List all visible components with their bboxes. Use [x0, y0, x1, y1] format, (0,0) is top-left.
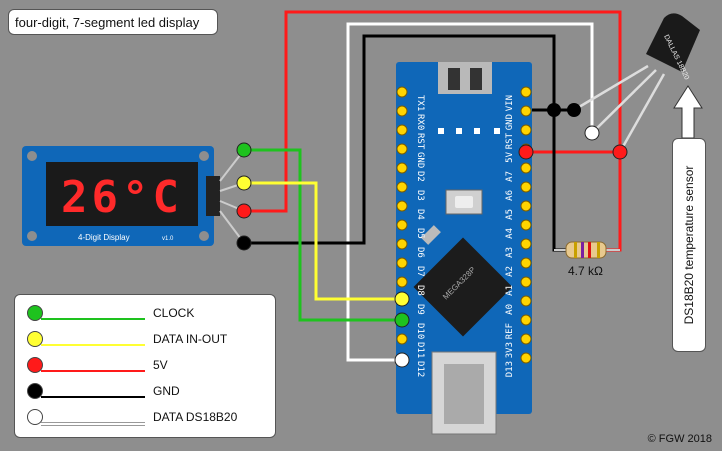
pin-label-left: D9 [415, 304, 425, 315]
legend-dot-black [27, 383, 43, 399]
pin-label-left: TX1 [415, 95, 425, 111]
pin-label-left: D2 [415, 171, 425, 182]
pin-label-left: D6 [415, 247, 425, 258]
pin-label-left: RX0 [415, 114, 425, 130]
display-module-label: 4-Digit Display [78, 233, 130, 242]
dot-gnd [236, 235, 252, 251]
pin-label-left: RST [415, 133, 425, 150]
legend-item-ds-data: DATA DS18B20 [27, 407, 267, 427]
diagram-title: four-digit, 7-segment led display [8, 9, 218, 35]
legend-line-yellow [41, 344, 145, 346]
legend-item-data: DATA IN-OUT [27, 329, 267, 349]
legend-label: GND [153, 384, 180, 398]
arduino-left-pin-labels: TX1 RX0 RST GND D2 D3 D4 D5 D6 D7 D8 D9 … [415, 95, 425, 377]
legend-line-black [41, 396, 145, 398]
legend-label: DATA IN-OUT [153, 332, 228, 346]
pin-label-left: GND [415, 152, 425, 168]
pin-label-left: D4 [415, 209, 425, 220]
sensor-leg-2 [591, 69, 657, 134]
legend-item-gnd: GND [27, 381, 267, 401]
wire-gnd [244, 34, 556, 245]
pin-label-left: D5 [415, 228, 425, 239]
legend-dot-red [27, 357, 43, 373]
dot-5v [236, 203, 252, 219]
wire-clock [244, 148, 402, 322]
pin-label-right: GND [505, 114, 515, 130]
legend-dot-yellow [27, 331, 43, 347]
dot-d9 [394, 312, 410, 328]
legend-label: CLOCK [153, 306, 195, 320]
pin-label-right: A4 [505, 228, 515, 239]
sensor-leg-3 [618, 73, 666, 153]
sensor-label-box: DS18B20 temperature sensor [672, 138, 706, 352]
pin-label-right: A1 [505, 285, 515, 296]
dot-d10 [394, 352, 410, 368]
wire-ds-data [346, 22, 594, 362]
legend-label: DATA DS18B20 [153, 410, 238, 424]
wire-legend: CLOCK DATA IN-OUT 5V GND DATA DS18B20 [14, 294, 276, 438]
pin-label-right: D13 [505, 361, 515, 377]
pin-label-left: D8 [415, 285, 425, 296]
pin-label-right: A2 [505, 266, 515, 277]
led-digits: 26°C [61, 172, 183, 223]
arduino-nano-board [396, 62, 532, 435]
dot-5v-pin [518, 144, 534, 160]
display-version: v1.0 [162, 236, 174, 242]
pin-label-right: VIN [505, 95, 515, 111]
pin-label-right: REF [505, 323, 515, 339]
sensor-arrow [673, 85, 703, 139]
dot-ds-data [584, 125, 600, 141]
sensor-leg-1 [573, 64, 649, 112]
wire-5v [244, 10, 622, 213]
pin-label-right: 3V3 [505, 342, 515, 358]
pin-label-right: RST [505, 132, 515, 149]
pin-label-left: D10 [415, 323, 425, 339]
pin-label-left: D3 [415, 190, 425, 201]
arduino-right-pin-labels: VIN GND RST 5V A7 A6 A5 A4 A3 A2 A1 A0 R… [505, 95, 515, 377]
pin-label-left: D7 [415, 266, 425, 277]
pin-label-left: D12 [415, 361, 425, 377]
pin-label-right: 5V [505, 151, 515, 162]
dot-d8 [394, 291, 410, 307]
legend-line-green [41, 318, 145, 320]
legend-item-clock: CLOCK [27, 303, 267, 323]
pin-label-right: A3 [505, 247, 515, 258]
legend-line-red [41, 370, 145, 372]
dot-clock [236, 142, 252, 158]
ds18b20-sensor [646, 13, 700, 72]
sensor-label: DS18B20 temperature sensor [682, 165, 696, 325]
resistor-value-label: 4.7 kΩ [568, 264, 603, 278]
pin-label-right: A6 [505, 190, 515, 201]
led-display-module [22, 146, 245, 246]
dot-5v-sensor [612, 144, 628, 160]
resistor [554, 241, 620, 259]
legend-line-white [41, 422, 145, 426]
copyright-text: © FGW 2018 [647, 433, 712, 445]
pin-label-right: A7 [505, 171, 515, 182]
legend-dot-white [27, 409, 43, 425]
pin-label-left: D11 [415, 342, 425, 358]
dot-gnd-a [547, 103, 561, 117]
dot-data [236, 175, 252, 191]
wire-data [244, 181, 402, 301]
legend-label: 5V [153, 358, 168, 372]
dot-gnd-b [567, 103, 581, 117]
wire-5v-resistor [606, 152, 622, 252]
pin-label-right: A0 [505, 304, 515, 315]
pin-label-right: A5 [505, 209, 515, 220]
arduino-right-pins [520, 86, 532, 364]
wire-resistor-left [552, 110, 566, 252]
legend-dot-green [27, 305, 43, 321]
legend-item-5v: 5V [27, 355, 267, 375]
